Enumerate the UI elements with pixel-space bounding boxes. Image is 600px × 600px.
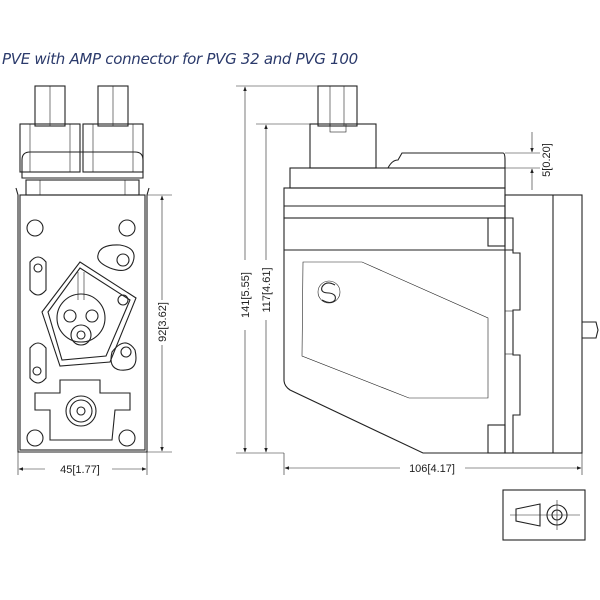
front-height-dimension: 92[3.62] [157,302,169,342]
projection-symbol-icon [502,489,586,541]
body-height-dimension: 117[4.61] [261,267,273,312]
cap-height-dimension: 5[0.20] [541,143,553,177]
valve-body-face [19,194,146,451]
connector-housing-right [82,123,144,173]
brand-logo [317,280,341,304]
connector-plug-right [97,85,129,127]
connector-plug [317,85,358,127]
connector-housing-left [19,123,81,173]
front-width-dimension: 45[1.77] [60,464,100,476]
connector-housing [309,123,377,169]
label-panel [301,261,489,399]
front-view: 92[3.62] 45[1.77] [15,85,172,476]
connector-plug-left [34,85,66,127]
side-length-dimension: 106[4.17] [409,463,455,475]
port-pentagon [41,261,137,367]
top-cap [289,167,506,189]
valve-body [283,217,521,454]
drawing-title: PVE with AMP connector for PVG 32 and PV… [2,50,358,68]
end-block [504,194,583,454]
total-height-dimension: 141[5.55] [240,272,252,318]
side-view: 141[5.55] 117[4.61] 5[0.20] 106[4.17] [236,85,599,475]
manual-override-pin [582,321,599,339]
